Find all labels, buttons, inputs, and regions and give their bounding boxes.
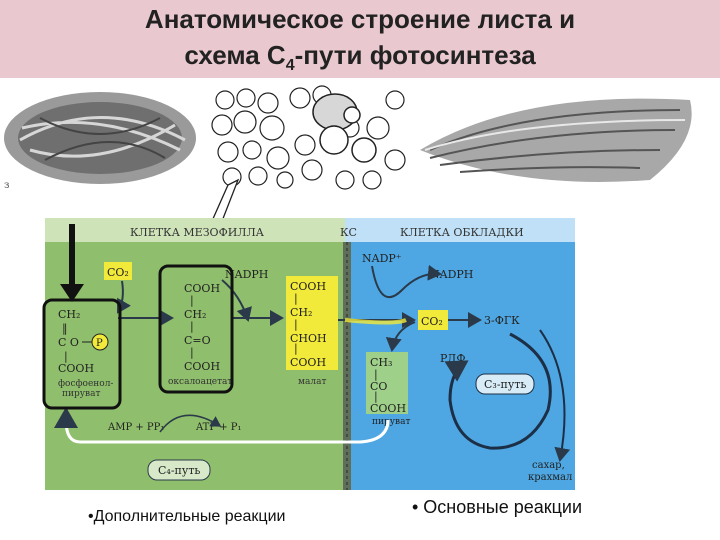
title-line-2-subscript: 4	[285, 57, 295, 75]
micrograph-left-label: з	[4, 180, 9, 191]
fgk-label: 3-ФГК	[484, 314, 520, 327]
c4-path-label: C₄-путь	[158, 464, 200, 477]
malate-line-2: |	[294, 292, 298, 306]
pyruvate-label: пируват	[372, 417, 410, 427]
pyruvate-line-4: |	[374, 390, 378, 404]
bundle-sheath-header-band	[345, 218, 575, 242]
oxaloacetate-molecule: COOH | CH₂ | C=O | COOH оксалоацетат	[168, 282, 232, 387]
atp-amp-arrow	[159, 414, 222, 433]
pyruvate-line-5: COOH	[370, 402, 406, 415]
co2-right-label: CO₂	[421, 315, 443, 328]
title-line-1: Анатомическое строение листа и	[144, 4, 576, 34]
title-band	[0, 0, 720, 78]
amp-pp-label: AMP + PP₁	[107, 422, 164, 433]
sugar-label-1: сахар,	[532, 460, 565, 471]
nadp-plus-label: NADP⁺	[362, 252, 402, 265]
atp-p-label: ATP + P₁	[195, 422, 242, 433]
pyruvate-molecule: CH₃ | CO | COOH	[370, 356, 406, 415]
c3-path-label: C₃-путь	[484, 378, 526, 391]
cell-wall-ks	[343, 242, 351, 490]
malate-line-5: CHOH	[290, 332, 327, 345]
pyruvate-box	[366, 352, 408, 414]
decarboxylation-arrow	[385, 321, 416, 352]
oaa-highlight-frame	[158, 264, 234, 394]
malate-molecule: COOH | CH₂ | CHOH | COOH	[290, 280, 327, 369]
pep-line-1: CH₂	[58, 308, 80, 321]
oaa-line-1: COOH	[184, 282, 220, 295]
pep-label-1: фосфоенол-	[58, 379, 113, 389]
co2-right-box	[418, 310, 448, 330]
pep-label-2: пируват	[62, 389, 100, 399]
phosphate-circle	[91, 333, 109, 351]
pep-molecule: CH₂ ‖ C O | COOH P фосфоенол- пируват	[58, 308, 113, 399]
caption-main-reactions: • Основные реакции	[412, 497, 583, 517]
c3-cycle-arrow	[444, 332, 552, 450]
header-ks: КС	[340, 226, 357, 239]
oaa-line-7: COOH	[184, 360, 220, 373]
co2-left-label: CO₂	[107, 266, 129, 279]
black-pointer-head	[60, 284, 84, 302]
malate-line-6: |	[294, 342, 298, 356]
rdf-label: РДФ	[440, 352, 465, 365]
micrograph-leaf-cross-section	[200, 80, 412, 192]
nadp-reduction-arrow	[371, 264, 442, 299]
header-mesophyll: КЛЕТКА МЕЗОФИЛЛА	[130, 226, 265, 239]
title-line-2-suffix: -пути фотосинтеза	[294, 40, 536, 70]
pyruvate-line-2: |	[374, 368, 378, 382]
title-line-2-prefix: схема С	[184, 40, 286, 70]
malate-line-7: COOH	[290, 356, 326, 369]
malate-label: малат	[298, 377, 326, 387]
nadph-left-label: NADPH	[225, 268, 268, 281]
oaa-line-6: |	[190, 346, 194, 360]
pyruvate-line-1: CH₃	[370, 356, 392, 369]
malate-line-4: |	[294, 318, 298, 332]
caption-additional-reactions: •Дополнительные реакции	[88, 508, 286, 525]
micrograph-leaf-surface	[0, 82, 200, 192]
nadph-left-arrow	[221, 279, 252, 322]
micrograph-leaf-longitudinal	[412, 88, 702, 192]
oaa-line-5: C=O	[184, 334, 211, 347]
pyruvate-line-3: CO	[370, 380, 387, 393]
malate-line-3: CH₂	[290, 306, 312, 319]
c3-path-badge	[475, 373, 535, 395]
pep-line-2: ‖	[62, 322, 68, 336]
pep-highlight-frame	[42, 298, 122, 410]
c3-cycle: C₃-путь	[444, 329, 571, 462]
pep-line-4: |	[64, 350, 68, 364]
pyruvate-return-arrow	[54, 407, 390, 444]
phosphate-label: P	[96, 338, 103, 349]
mesophyll-header-band	[45, 218, 345, 242]
co2-left-box	[104, 262, 132, 280]
oaa-line-4: |	[190, 320, 194, 334]
malate-box	[286, 276, 338, 370]
to-sugar-arrow	[539, 329, 571, 462]
oaa-label: оксалоацетат	[168, 377, 232, 387]
oaa-line-2: |	[190, 294, 194, 308]
pep-line-5: COOH	[58, 362, 94, 375]
sugar-label-2: крахмал	[528, 472, 572, 483]
title-line-2: схема С4-пути фотосинтеза	[0, 40, 720, 75]
pep-line-3: C O	[58, 336, 79, 349]
yellow-transfer-arrow	[344, 318, 407, 325]
malate-line-1: COOH	[290, 280, 326, 293]
oaa-line-3: CH₂	[184, 308, 206, 321]
header-bundle-sheath: КЛЕТКА ОБКЛАДКИ	[400, 226, 524, 239]
c4-path-badge	[147, 459, 211, 481]
